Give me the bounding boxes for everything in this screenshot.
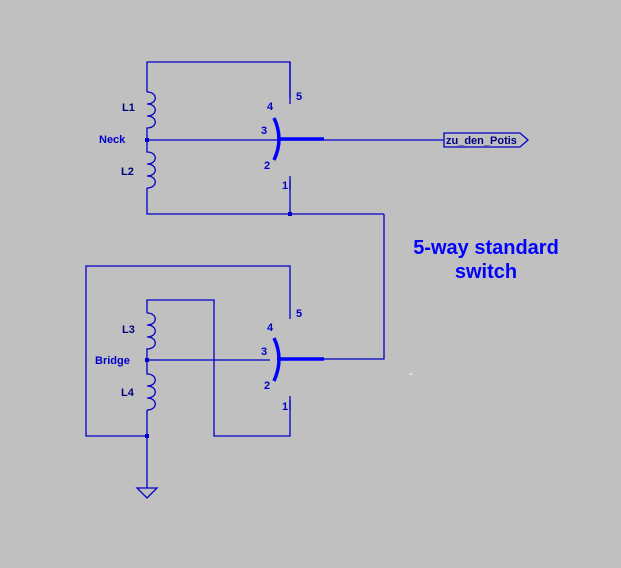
junction-dot xyxy=(145,358,149,362)
coil-label-l2: L2 xyxy=(121,166,134,178)
wire-neck-top xyxy=(146,61,291,98)
pin-label: 2 xyxy=(264,160,270,172)
junction-dot xyxy=(145,434,149,438)
coil-label-l4: L4 xyxy=(121,387,135,399)
pin-label: 3 xyxy=(261,125,267,137)
pin-label: 3 xyxy=(261,346,267,358)
wires xyxy=(85,61,444,488)
pin-label: 4 xyxy=(267,322,274,334)
wire-right-vertical xyxy=(324,214,385,360)
coil-l2 xyxy=(146,140,156,189)
diagram-title-line2: switch xyxy=(455,261,517,283)
pin-label: 5 xyxy=(296,308,302,320)
pin-label: 4 xyxy=(267,101,274,113)
pin-label: 2 xyxy=(264,380,270,392)
pin-label: 1 xyxy=(282,401,288,413)
coil-label-l1: L1 xyxy=(122,102,135,114)
switch-upper xyxy=(272,62,324,190)
port-flag xyxy=(443,132,529,148)
pin-label: 5 xyxy=(296,91,302,103)
pickup-label-neck: Neck xyxy=(99,134,126,146)
stray-mark: - xyxy=(409,366,413,380)
switch-lower xyxy=(272,337,324,410)
wire-outer-loop xyxy=(85,265,291,437)
coil-l1 xyxy=(146,91,156,140)
pickup-label-bridge: Bridge xyxy=(95,355,130,367)
wire-neck-bottom xyxy=(146,188,384,215)
ground-icon xyxy=(135,487,159,499)
junction-dot xyxy=(145,138,149,142)
junction-dot xyxy=(288,212,292,216)
diagram-title-line1: 5-way standard xyxy=(413,237,559,259)
coil-label-l3: L3 xyxy=(122,324,135,336)
coil-l4 xyxy=(146,360,156,411)
coil-l3 xyxy=(146,312,156,360)
wire-bridge-top xyxy=(146,299,291,437)
pin-label: 1 xyxy=(282,180,288,192)
port-label: zu_den_Potis xyxy=(446,135,517,147)
